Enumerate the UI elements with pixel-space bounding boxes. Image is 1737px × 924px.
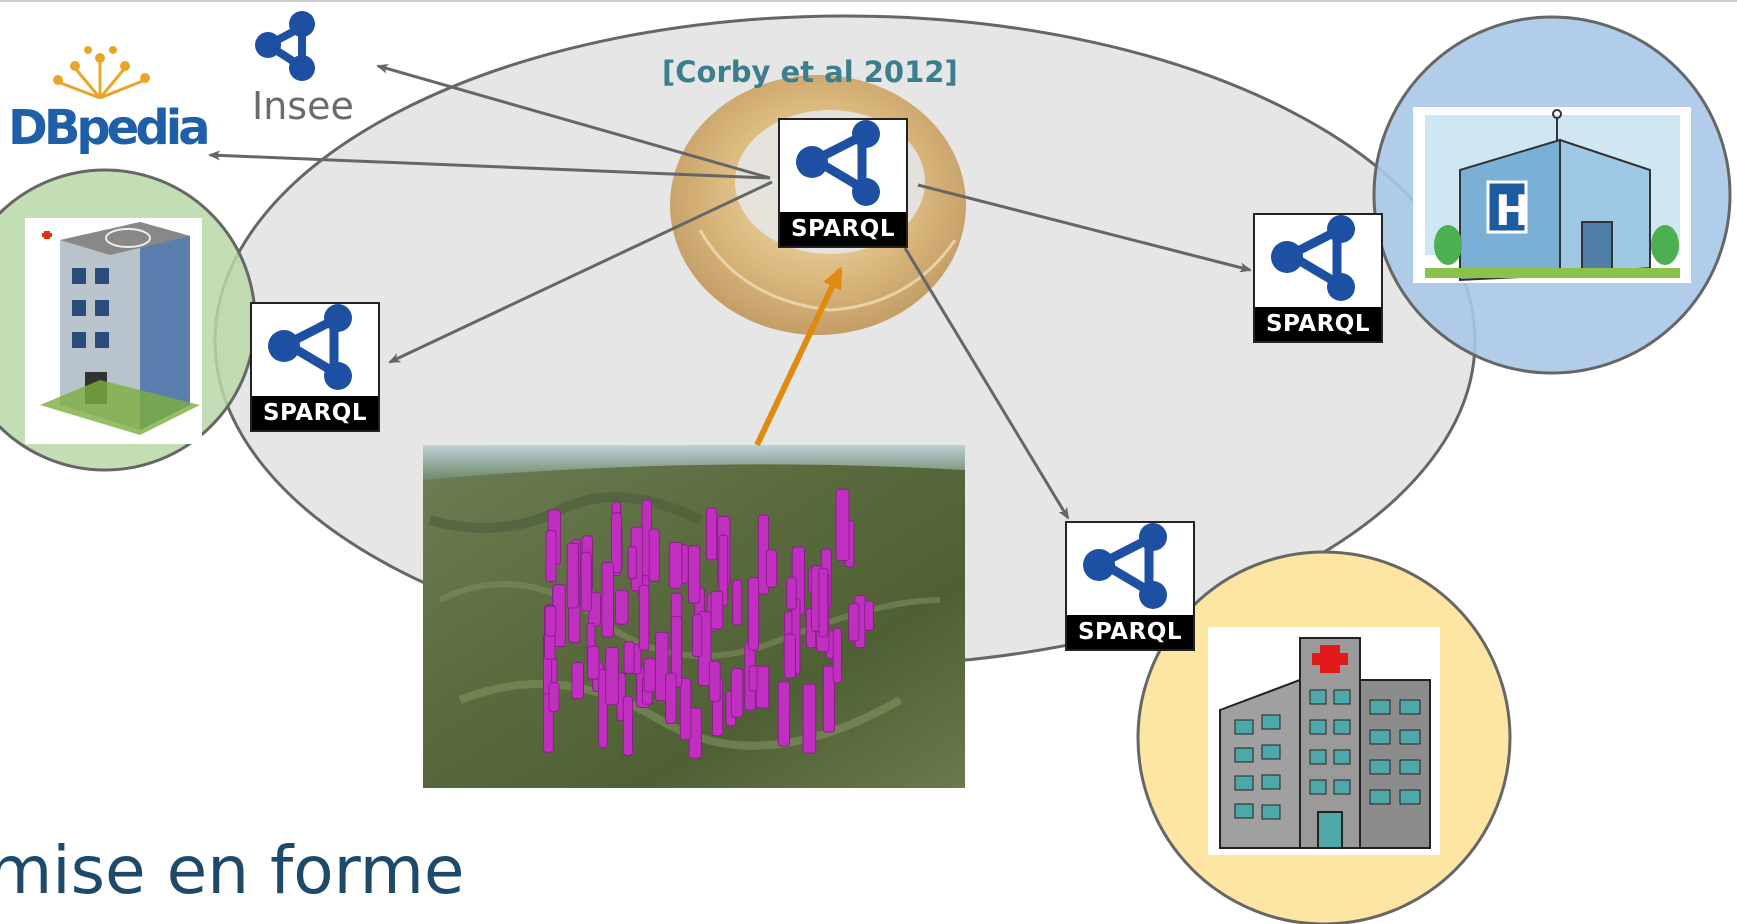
arrow-to-left-endpoint — [388, 180, 773, 364]
map-bar — [747, 577, 760, 651]
map-bar — [580, 551, 592, 612]
map-bar — [732, 579, 743, 626]
insee-icon — [255, 11, 315, 81]
map-bar — [665, 672, 677, 724]
map-bar — [864, 600, 874, 631]
map-bar — [783, 633, 796, 679]
map-bar — [566, 542, 579, 609]
sparql-endpoint-right: SPARQL — [1253, 213, 1383, 343]
map-bar — [605, 646, 619, 706]
map-visualization — [423, 445, 965, 788]
sparql-label: SPARQL — [1067, 615, 1193, 649]
hospital-icon-bottom — [1208, 627, 1440, 855]
insee-logo-text: Insee — [252, 84, 354, 128]
sparql-label: SPARQL — [780, 212, 906, 246]
sparql-label: SPARQL — [1255, 307, 1381, 341]
map-bar — [611, 512, 622, 574]
sparql-endpoint-left: SPARQL — [250, 302, 380, 432]
map-bar — [710, 590, 724, 630]
map-bar — [755, 665, 770, 709]
map-bar — [786, 576, 797, 610]
map-bar — [748, 665, 758, 692]
map-bar — [692, 614, 703, 658]
map-bar — [548, 682, 560, 712]
map-bar — [571, 662, 585, 700]
map-bar — [777, 681, 790, 747]
map-bar — [622, 695, 633, 757]
map-bar — [708, 660, 721, 703]
map-bar — [587, 645, 600, 680]
map-bar — [623, 641, 635, 674]
dbpedia-logo-text: DBpedia — [8, 100, 211, 156]
map-bar — [822, 665, 835, 733]
sparql-icon — [1083, 523, 1167, 609]
map-bar — [648, 528, 660, 582]
map-bar — [705, 507, 718, 561]
dbpedia-icon — [53, 46, 150, 100]
map-bar — [638, 584, 650, 651]
map-bar — [545, 530, 557, 583]
map-bar — [818, 567, 829, 638]
map-bar — [544, 605, 557, 637]
orange-feedback-arrow — [754, 266, 843, 447]
map-bar — [765, 549, 778, 588]
map-bar — [643, 657, 656, 693]
map-bar — [627, 545, 637, 580]
map-bar — [835, 488, 850, 562]
query-arrows — [208, 63, 1252, 520]
map-bar — [668, 542, 683, 589]
map-bar — [848, 603, 860, 642]
map-bar — [730, 668, 744, 718]
map-bar — [802, 683, 817, 754]
sparql-icon — [1271, 215, 1355, 301]
sparql-icon — [796, 120, 880, 206]
map-bar — [615, 589, 629, 625]
map-bar — [688, 545, 701, 604]
svg-text:H: H — [1495, 186, 1530, 235]
arrow-to-bottom-endpoint — [903, 247, 1070, 520]
arrow-to-dbpedia — [208, 150, 771, 180]
arrow-to-insee — [376, 63, 771, 180]
map-bar — [718, 534, 729, 607]
sparql-endpoint-central: SPARQL — [778, 118, 908, 248]
bottom-title: mise en forme — [0, 832, 465, 909]
hospital-icon-left — [25, 218, 202, 444]
map-bar — [832, 627, 843, 684]
sparql-label: SPARQL — [252, 396, 378, 430]
map-bar — [679, 677, 692, 741]
hospital-icon-right: H — [1413, 107, 1691, 283]
sparql-icon — [268, 304, 352, 390]
sparql-endpoint-bottom: SPARQL — [1065, 521, 1195, 651]
map-bar — [601, 561, 614, 638]
citation-label: [Corby et al 2012] — [662, 55, 958, 89]
arrow-to-right-endpoint — [917, 183, 1252, 273]
